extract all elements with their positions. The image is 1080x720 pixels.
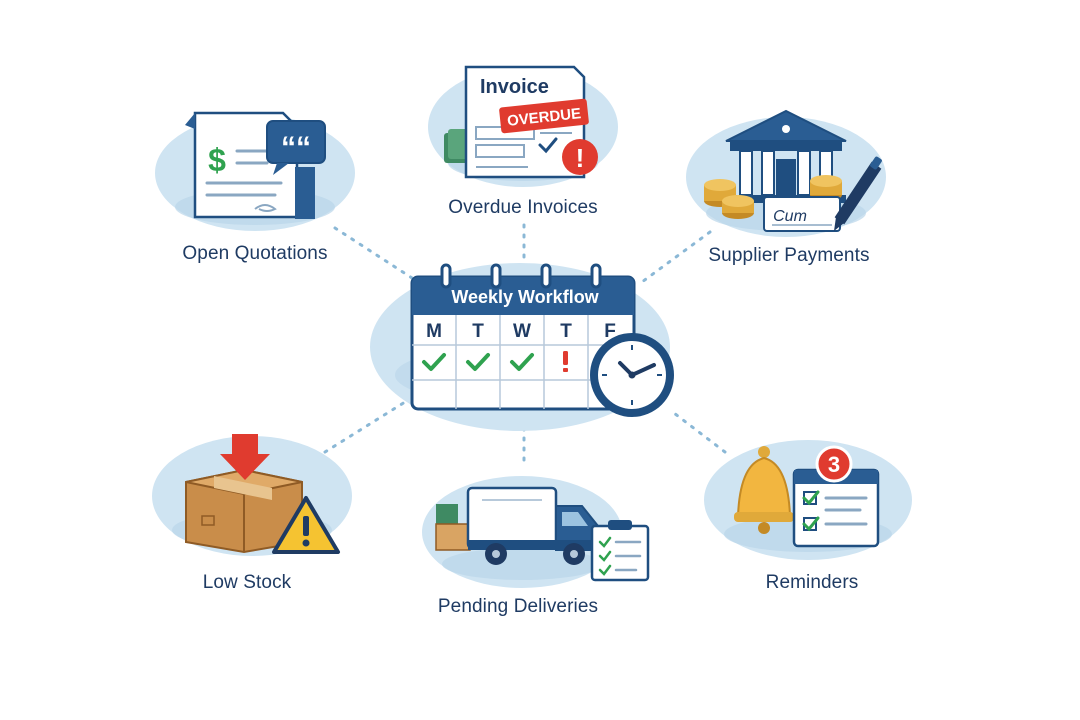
calendar-ring-icon	[540, 263, 552, 289]
label-overdue-invoices: Overdue Invoices	[448, 197, 598, 218]
node-low-stock: Low Stock	[152, 430, 362, 605]
center-weekly-workflow: Weekly Workflow M T W T F	[370, 255, 690, 435]
node-reminders: 3 Reminders	[704, 430, 914, 605]
connector-reminders	[668, 408, 727, 454]
svg-text:““: ““	[281, 131, 311, 164]
calendar-ring-icon	[490, 263, 502, 289]
svg-text:!: !	[576, 143, 585, 173]
label-pending-deliveries: Pending Deliveries	[437, 596, 599, 617]
exclamation-icon	[563, 351, 568, 372]
node-open-quotations: $ ““ Open Quotations	[155, 105, 365, 285]
invoice-title: Invoice	[480, 76, 549, 98]
calendar-ring-icon	[440, 263, 452, 289]
check-icon	[422, 353, 446, 371]
day-label-mon: M	[426, 321, 442, 342]
svg-text:$: $	[208, 142, 226, 178]
node-supplier-payments: Cum Supplier Payments	[686, 105, 886, 275]
day-label-fri: F	[604, 321, 616, 342]
svg-text:Cum: Cum	[773, 208, 807, 225]
overdue-stamp: OVERDUE	[499, 98, 589, 134]
check-icon	[510, 353, 534, 371]
gold-coins-icon	[704, 175, 842, 219]
speech-bubble-icon: ““	[266, 120, 326, 175]
calendar-title: Weekly Workflow	[451, 287, 599, 307]
label-open-quotations: Open Quotations	[182, 243, 328, 264]
day-label-wed: W	[513, 321, 531, 342]
day-label-thu: T	[560, 321, 572, 342]
svg-text:3: 3	[828, 452, 840, 477]
label-supplier-payments: Supplier Payments	[708, 245, 870, 266]
check-icon	[466, 353, 490, 371]
node-overdue-invoices: Invoice OVERDUE ! Overdue Invoices	[428, 65, 628, 225]
label-reminders: Reminders	[765, 572, 859, 593]
warning-icon	[272, 496, 340, 554]
connector-low-stock	[323, 400, 407, 454]
down-arrow-icon	[220, 434, 270, 480]
cheque-icon: Cum	[763, 196, 841, 232]
label-low-stock: Low Stock	[202, 572, 292, 593]
node-pending-deliveries: Pending Deliveries	[422, 470, 650, 630]
pen-icon	[834, 156, 882, 231]
day-label-tue: T	[472, 321, 484, 342]
alert-icon: !	[562, 139, 598, 175]
bell-icon	[734, 446, 794, 534]
connector-supplier-payments	[640, 230, 712, 284]
calendar-ring-icon	[590, 263, 602, 289]
notification-badge: 3	[815, 445, 853, 483]
clipboard-icon	[590, 520, 650, 582]
clock-icon	[590, 333, 674, 417]
